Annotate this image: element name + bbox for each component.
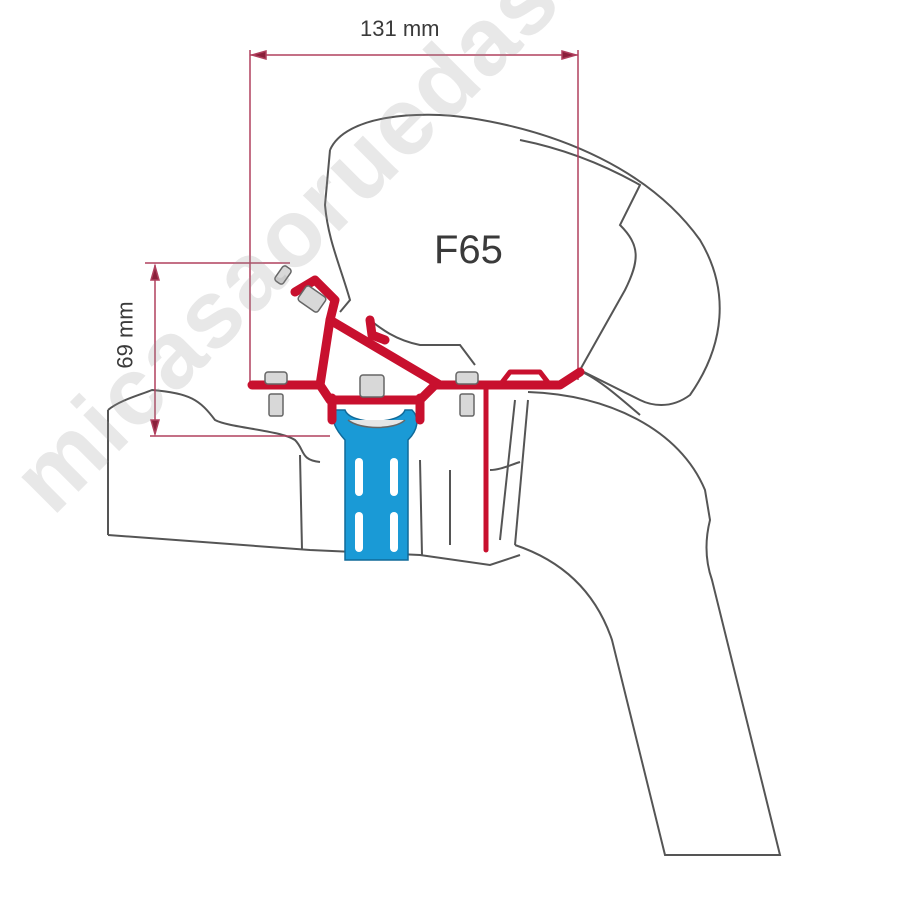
washer-top	[274, 265, 292, 285]
bolts	[264, 265, 479, 429]
bolt-head-right	[455, 371, 479, 385]
bolt-head-left	[264, 371, 288, 385]
width-dimension-label: 131 mm	[360, 16, 440, 41]
bolt-top	[297, 285, 327, 313]
awning-housing	[323, 113, 721, 406]
adapter-bracket	[247, 275, 585, 553]
dimension-lines	[145, 50, 579, 437]
vehicle-roof-profile	[107, 371, 782, 856]
bolt-center	[359, 374, 385, 398]
height-dimension-label: 69 mm	[112, 301, 138, 369]
bolt-shaft-left	[268, 393, 284, 417]
product-label: F65	[434, 228, 503, 272]
bolt-shaft-right	[459, 393, 475, 417]
roof-rail-adapter	[332, 409, 418, 561]
